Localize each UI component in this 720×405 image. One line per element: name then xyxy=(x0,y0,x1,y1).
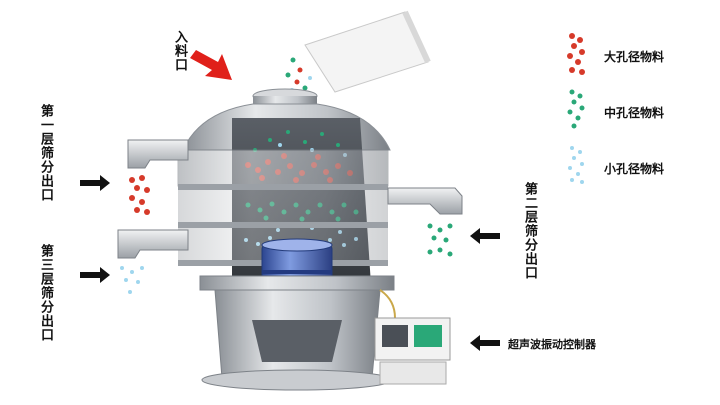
legend-medium-label: 中孔径物料 xyxy=(604,106,665,120)
sieve-frame-tier-1 xyxy=(177,149,389,190)
legend-large-particles-icon xyxy=(567,33,585,75)
legend-large-label: 大孔径物料 xyxy=(604,50,665,64)
arrow-outlet-1 xyxy=(80,175,110,191)
legend-medium-particles-icon xyxy=(567,89,585,129)
inlet-label: 入料口 xyxy=(172,30,187,72)
controller-label: 超声波振动控制器 xyxy=(508,338,596,351)
outlet-spout-2 xyxy=(387,187,463,215)
outlet-2-particles xyxy=(427,223,453,257)
outlet-spout-1 xyxy=(127,139,189,169)
outlet-2-label: 第二层筛分出口 xyxy=(522,182,537,280)
arrow-outlet-3 xyxy=(80,267,110,283)
black-arrows xyxy=(80,175,500,351)
legend-small-particles-icon xyxy=(568,146,584,184)
outlet-3-particles xyxy=(120,266,144,294)
sieve-frame-tier-2 xyxy=(178,190,388,228)
outlet-1-label: 第一层筛分出口 xyxy=(38,104,53,202)
arrow-controller xyxy=(470,335,500,351)
outlet-3-label: 第三层筛分出口 xyxy=(38,244,53,342)
outlet-spout-3 xyxy=(117,229,189,259)
inlet-arrow xyxy=(190,50,232,80)
sieve-base xyxy=(199,275,395,391)
arrow-outlet-2 xyxy=(470,228,500,244)
legend-small-label: 小孔径物料 xyxy=(604,162,665,176)
ultrasonic-controller-device xyxy=(374,289,451,385)
feed-bag xyxy=(304,10,431,93)
outlet-1-particles xyxy=(129,175,150,215)
